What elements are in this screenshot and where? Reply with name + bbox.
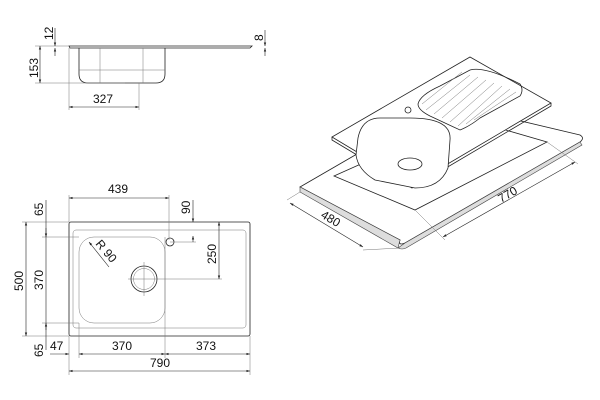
bowl-profile	[78, 48, 166, 84]
tap-hole-iso	[404, 106, 412, 114]
dim-bowl-width: 370	[112, 339, 132, 353]
side-view: 12 153 8 327	[27, 26, 267, 110]
plan-view: 439 90 250 R 90 500 370 65 65 47 370 373…	[12, 182, 251, 375]
dim-tap-offset-x: 439	[108, 182, 128, 196]
dim-bowl-depth: 370	[32, 270, 46, 290]
dim-bottom-margin: 65	[32, 343, 46, 357]
dim-total-width: 790	[150, 356, 170, 370]
dim-top-margin: 65	[32, 202, 46, 216]
dim-total-depth: 500	[12, 271, 26, 291]
drain-iso	[397, 157, 423, 171]
dim-drainer-thickness: 8	[252, 34, 266, 41]
dim-drain-offset: 250	[205, 244, 219, 264]
dim-left-margin: 47	[50, 339, 64, 353]
sink-outline	[68, 221, 251, 337]
drainer-grooves	[417, 68, 523, 131]
iso-view: 480 770	[286, 56, 583, 251]
dim-rim-height: 12	[42, 26, 56, 40]
dim-drainer-width: 373	[196, 339, 216, 353]
dim-bowl-depth: 153	[27, 58, 41, 78]
sink-rim-profile	[68, 45, 253, 49]
rim-inner-edge	[72, 229, 247, 329]
bowl-outline	[78, 236, 166, 324]
dim-bowl-width: 327	[93, 92, 113, 106]
dim-tap-offset-y: 90	[179, 200, 193, 214]
